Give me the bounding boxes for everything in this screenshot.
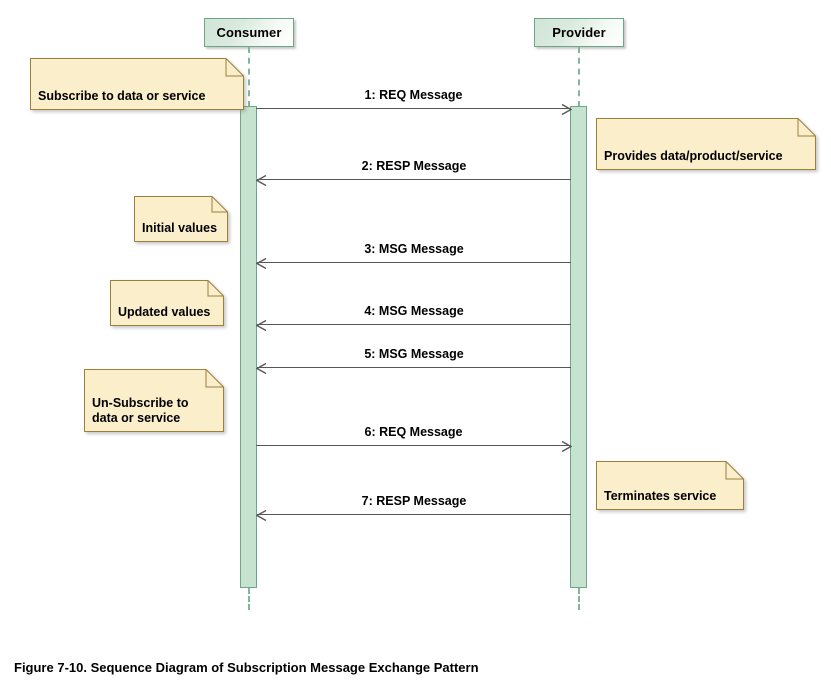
message-label-6: 6: REQ Message <box>364 425 463 439</box>
note-shape-icon <box>134 196 228 242</box>
message-arrow-2[interactable] <box>256 175 571 186</box>
note-initial-values-text: Initial values <box>142 221 218 235</box>
note-subscribe[interactable]: Subscribe to data or service <box>30 58 244 110</box>
note-shape-icon <box>596 461 744 510</box>
lifeline-label-consumer: Consumer <box>216 25 282 40</box>
message-label-5: 5: MSG Message <box>364 347 464 361</box>
note-subscribe-text: Subscribe to data or service <box>38 89 206 103</box>
arrowhead-right-icon <box>561 441 572 452</box>
figure-caption: Figure 7-10. Sequence Diagram of Subscri… <box>14 660 479 675</box>
lifeline-stem-provider-top <box>578 47 580 107</box>
message-arrow-4[interactable] <box>256 320 571 331</box>
lifeline-header-provider[interactable]: Provider <box>534 18 624 47</box>
note-terminates[interactable]: Terminates service <box>596 461 744 510</box>
note-provides-text: Provides data/product/service <box>604 149 783 163</box>
arrowhead-right-icon <box>561 104 572 115</box>
message-label-2: 2: RESP Message <box>361 159 467 173</box>
message-arrow-3[interactable] <box>256 258 571 269</box>
lifeline-header-consumer[interactable]: Consumer <box>204 18 294 47</box>
note-shape-icon <box>110 280 224 326</box>
note-unsubscribe-text: Un-Subscribe to data or service <box>92 396 189 425</box>
message-arrow-7[interactable] <box>256 510 571 521</box>
note-shape-icon <box>84 369 224 432</box>
message-label-3: 3: MSG Message <box>364 242 464 256</box>
arrowhead-left-icon <box>256 320 267 331</box>
arrowhead-left-icon <box>256 510 267 521</box>
arrowhead-left-icon <box>256 258 267 269</box>
message-label-1: 1: REQ Message <box>364 88 463 102</box>
message-arrow-6[interactable] <box>256 441 572 452</box>
note-provides[interactable]: Provides data/product/service <box>596 118 816 170</box>
arrowhead-left-icon <box>256 175 267 186</box>
note-shape-icon <box>30 58 244 110</box>
message-label-7: 7: RESP Message <box>361 494 467 508</box>
note-terminates-text: Terminates service <box>604 489 717 503</box>
lifeline-stem-consumer-bottom <box>248 588 250 610</box>
arrowhead-left-icon <box>256 363 267 374</box>
lifeline-label-provider: Provider <box>552 25 606 40</box>
activation-bar-consumer[interactable] <box>240 106 257 588</box>
lifeline-stem-consumer-top <box>248 47 250 107</box>
message-label-4: 4: MSG Message <box>364 304 464 318</box>
note-shape-icon <box>596 118 816 170</box>
note-unsubscribe[interactable]: Un-Subscribe to data or service <box>84 369 224 432</box>
message-arrow-1[interactable] <box>256 104 572 115</box>
note-initial-values[interactable]: Initial values <box>134 196 228 242</box>
message-arrow-5[interactable] <box>256 363 571 374</box>
note-updated-values[interactable]: Updated values <box>110 280 224 326</box>
note-updated-values-text: Updated values <box>118 305 211 319</box>
lifeline-stem-provider-bottom <box>578 588 580 610</box>
activation-bar-provider[interactable] <box>570 106 587 588</box>
